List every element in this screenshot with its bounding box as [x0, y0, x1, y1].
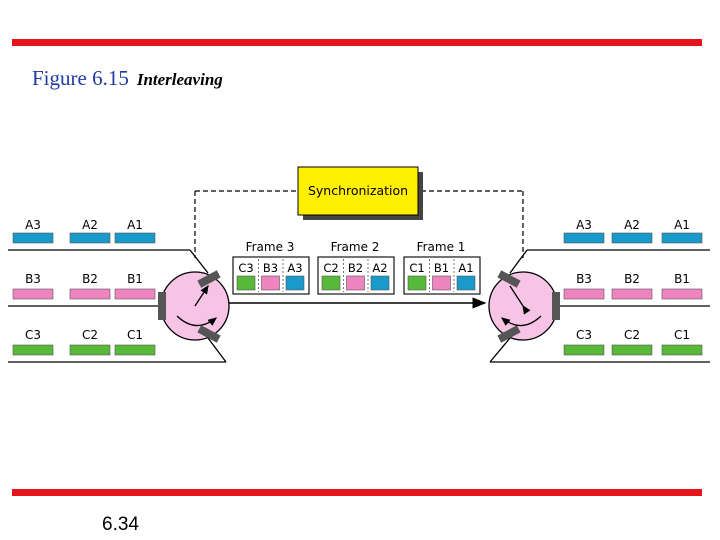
top-rule	[12, 39, 702, 46]
figure-title: Figure 6.15 Interleaving	[32, 66, 223, 91]
output-unit-c3: C3	[563, 328, 605, 356]
input-label-b3: B3	[25, 272, 41, 286]
output-label-b1: B1	[674, 272, 690, 286]
input-lines	[8, 249, 227, 363]
output-unit-b1: B1	[661, 272, 703, 300]
page-number: 6.34	[102, 514, 139, 535]
bottom-rule	[12, 489, 702, 496]
slot-label: A2	[372, 261, 387, 275]
output-unit-a3: A3	[563, 218, 605, 244]
input-label-a1: A1	[127, 218, 143, 232]
input-unit-a2: A2	[69, 218, 111, 244]
input-label-b1: B1	[127, 272, 143, 286]
output-unit-a1: A1	[661, 218, 703, 244]
output-unit-c2: C2	[611, 328, 653, 356]
frame-slot-b3: B3	[258, 259, 280, 292]
input-label-a3: A3	[25, 218, 41, 232]
frame-title: Frame 1	[417, 240, 466, 254]
output-label-a3: A3	[576, 218, 592, 232]
input-unit-c2: C2	[69, 328, 111, 356]
slot-label: B3	[263, 261, 278, 275]
frame-3: Frame 3 C3 B3 A3	[232, 240, 310, 295]
input-label-a2: A2	[82, 218, 98, 232]
output-unit-b3: B3	[563, 272, 605, 300]
slot-label: C2	[323, 261, 338, 275]
output-label-c2: C2	[624, 328, 640, 342]
frame-1: Frame 1 C1 B1 A1	[403, 240, 481, 295]
demultiplexer	[488, 270, 560, 343]
frame-slot-a2: A2	[367, 259, 390, 292]
slot-label: A3	[287, 261, 302, 275]
input-label-c2: C2	[82, 328, 98, 342]
input-label-c3: C3	[25, 328, 41, 342]
input-label-c1: C1	[127, 328, 143, 342]
output-label-b3: B3	[576, 272, 592, 286]
figure-number: Figure 6.15	[32, 66, 129, 90]
frames: Frame 3 C3 B3 A3 Frame 2 C2 B2 A2 Frame 1 C1 B1 A1	[232, 240, 481, 295]
output-unit-b2: B2	[611, 272, 653, 300]
slot-label: B1	[434, 261, 449, 275]
frame-slot-a3: A3	[282, 259, 305, 292]
slot-label: C3	[238, 261, 253, 275]
output-label-a1: A1	[674, 218, 690, 232]
frame-title: Frame 3	[246, 240, 295, 254]
sync-box: Synchronization	[297, 166, 423, 220]
output-label-a2: A2	[624, 218, 640, 232]
output-label-b2: B2	[624, 272, 640, 286]
sync-label: Synchronization	[308, 183, 408, 198]
frame-slot-b2: B2	[343, 259, 365, 292]
input-unit-b2: B2	[69, 272, 111, 300]
slot-label: A1	[458, 261, 473, 275]
sync-link	[194, 190, 524, 258]
slot-label: C1	[409, 261, 424, 275]
input-unit-c1: C1	[114, 328, 156, 356]
output-label-c3: C3	[576, 328, 592, 342]
output-unit-c1: C1	[661, 328, 703, 356]
frame-slot-c3: C3	[236, 261, 256, 291]
input-unit-c3: C3	[12, 328, 54, 356]
input-unit-a1: A1	[114, 218, 156, 244]
frame-2: Frame 2 C2 B2 A2	[317, 240, 395, 295]
frame-slot-c1: C1	[407, 261, 427, 291]
output-unit-a2: A2	[611, 218, 653, 244]
frame-slot-b1: B1	[429, 259, 451, 292]
frame-slot-c2: C2	[321, 261, 341, 291]
frame-slot-a1: A1	[453, 259, 476, 292]
output-label-c1: C1	[674, 328, 690, 342]
frame-title: Frame 2	[331, 240, 380, 254]
input-unit-b3: B3	[12, 272, 54, 300]
output-lines	[489, 249, 710, 363]
slot-label: B2	[348, 261, 363, 275]
input-unit-a3: A3	[12, 218, 54, 244]
input-label-b2: B2	[82, 272, 98, 286]
figure-caption: Interleaving	[136, 70, 223, 89]
multiplexer	[158, 270, 230, 343]
input-unit-b1: B1	[114, 272, 156, 300]
